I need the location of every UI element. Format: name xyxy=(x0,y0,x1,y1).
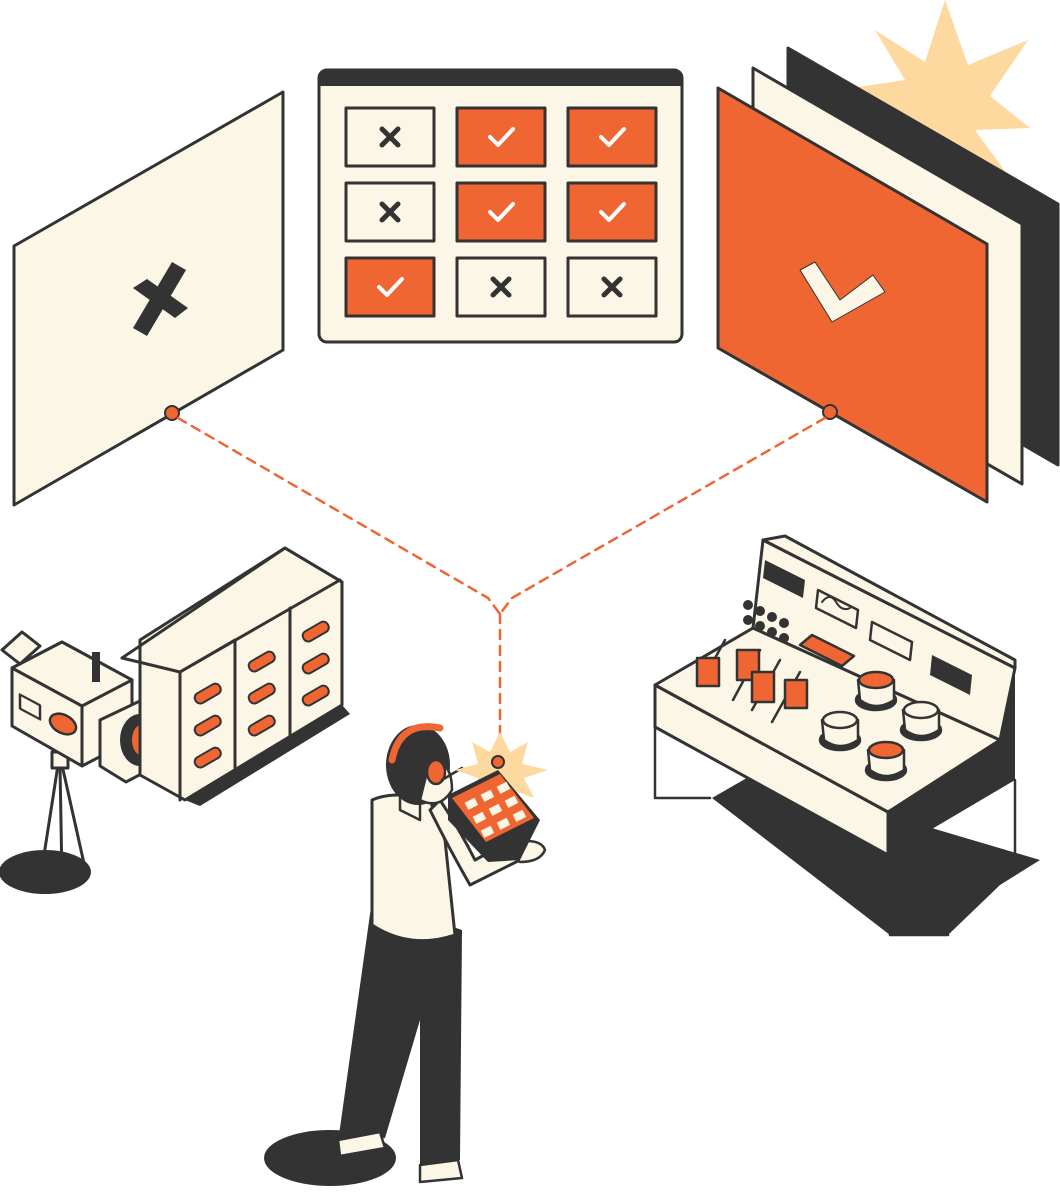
tablet-button[interactable] xyxy=(464,797,479,810)
left-screen-rejected xyxy=(12,90,285,507)
large-x-mark-icon xyxy=(133,262,188,336)
tablet-buttons xyxy=(464,781,527,838)
grid-cell-selected[interactable] xyxy=(566,181,658,243)
grid-cell-rejected[interactable] xyxy=(344,106,436,168)
x-mark-icon xyxy=(601,276,623,298)
grid-cell-selected[interactable] xyxy=(344,256,436,318)
operator-with-tablet xyxy=(264,723,548,1186)
grid-cell-selected[interactable] xyxy=(455,181,547,243)
tablet-button[interactable] xyxy=(496,781,511,794)
x-mark-icon xyxy=(379,126,401,148)
tablet-button[interactable] xyxy=(480,825,495,838)
tablet-button[interactable] xyxy=(504,795,519,808)
left-screen-anchor-dot xyxy=(164,405,180,421)
console-knobs xyxy=(818,670,943,782)
checkmark-icon xyxy=(599,202,626,222)
console-faders xyxy=(695,638,809,724)
checkmark-icon xyxy=(488,127,515,147)
grid-cell-selected[interactable] xyxy=(566,106,658,168)
grid-cell-selected[interactable] xyxy=(455,106,547,168)
right-screen-anchor-dot xyxy=(822,404,838,420)
server-indicator-lights xyxy=(193,620,330,769)
selection-grid-panel xyxy=(317,68,684,344)
x-mark-icon xyxy=(379,201,401,223)
tablet-button[interactable] xyxy=(488,803,503,816)
grid-cell-rejected[interactable] xyxy=(566,256,658,318)
tablet-controller[interactable] xyxy=(448,755,540,862)
large-checkmark-icon xyxy=(799,261,886,323)
tablet-button[interactable] xyxy=(512,809,527,822)
checkmark-icon xyxy=(599,127,626,147)
grid-cell-rejected[interactable] xyxy=(455,256,547,318)
grid-cell-rejected[interactable] xyxy=(344,181,436,243)
tablet-button[interactable] xyxy=(480,789,495,802)
checkmark-icon xyxy=(377,277,404,297)
console-dots xyxy=(743,600,789,643)
x-mark-icon xyxy=(490,276,512,298)
server-rack xyxy=(120,546,350,806)
burst-glow xyxy=(852,0,1030,205)
right-screen-stack-approved xyxy=(716,0,1060,504)
grid-cells xyxy=(344,106,658,318)
checkmark-icon xyxy=(488,202,515,222)
tablet-button[interactable] xyxy=(496,817,511,830)
mixing-console xyxy=(653,534,1040,937)
tablet-button[interactable] xyxy=(472,811,487,824)
